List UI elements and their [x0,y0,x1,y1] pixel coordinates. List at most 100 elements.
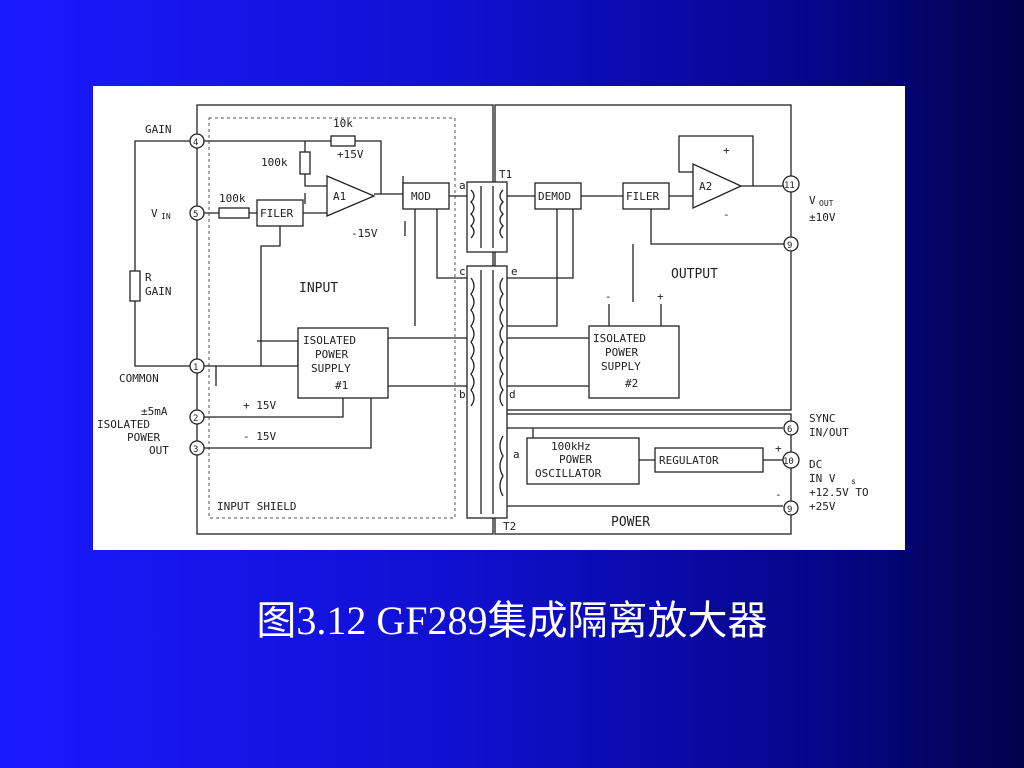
pin-9-power-number: 9 [787,505,792,515]
power-minus: - [775,488,782,501]
supply-2-minus: - [605,290,612,303]
amplifier-a1-label: A1 [333,190,346,203]
pin-1-number: 1 [193,363,198,373]
label-vin-sub: IN [161,212,171,221]
supply-1-line-3: SUPPLY [311,362,351,375]
oscillator-line-3: OSCILLATOR [535,467,602,480]
oscillator-line-1: 100kHz [551,440,591,453]
transformer-t2-label: T2 [503,520,516,533]
coil-c: c [459,265,466,278]
output-section-border [494,104,792,411]
amplifier-a2-feedback [678,135,783,187]
isolated-power-supply-2 [588,325,680,399]
minus-15v-label: -15V [351,227,378,240]
regulator-block [654,447,764,473]
r-gain-resistor [129,270,141,302]
coil-a: a [459,179,466,192]
sync-line-2: IN/OUT [809,426,849,439]
label-gain: GAIN [145,123,172,136]
input-shield-label: INPUT SHIELD [217,500,296,513]
input-shield-boundary [208,117,456,519]
output-wiring [507,195,791,387]
power-section-label: POWER [611,515,650,530]
supply-1-line-1: ISOLATED [303,334,356,347]
resistor-10k-label: 10k [333,117,353,130]
supply-1-line-2: POWER [315,348,348,361]
pin-5-number: 5 [193,210,198,220]
amplifier-a2 [692,162,743,210]
label-vin-v: V [151,207,158,220]
label-iso-2: ISOLATED [97,418,150,431]
pin-10-number: 10 [783,457,794,467]
label-iso-1: ±5mA [141,405,168,418]
supply-1-line-4: #1 [335,379,348,392]
dc-line-2-sub: s [851,477,856,486]
pin-11-number: 11 [784,181,795,191]
resistor-100k-input-label: 100k [219,192,246,205]
pin-6 [783,420,799,436]
power-oscillator-block [526,437,640,485]
label-common: COMMON [119,372,159,385]
label-r-gain-2: GAIN [145,285,172,298]
output-section-label: OUTPUT [671,267,718,282]
supply-2-rails [608,304,662,326]
vout-sub: OUT [819,199,834,208]
coil-e: e [511,265,518,278]
dc-line-1: DC [809,458,822,471]
supply-out-plus-label: + 15V [243,399,276,412]
transformer-coils [470,189,504,497]
label-r-gain-1: R [145,271,152,284]
supply-2-line-3: SUPPLY [601,360,641,373]
mod-label: MOD [411,190,431,203]
coil-d: d [509,388,516,401]
slide-caption: 图3.12 GF289集成隔离放大器 [256,598,768,643]
sync-line-1: SYNC [809,412,836,425]
label-iso-4: OUT [149,444,169,457]
pin-2-number: 2 [193,414,198,424]
plus-15v-label: +15V [337,148,364,161]
isolated-power-supply-1 [297,327,389,399]
input-filter-block [256,199,304,227]
oscillator-line-2: POWER [559,453,592,466]
resistor-100k-vertical-label: 100k [261,156,288,169]
gf289-block-diagram: 4 5 1 2 3 GAIN V IN R GAIN COMMON ±5mA I… [97,104,869,535]
amplifier-a2-label: A2 [699,180,712,193]
transformer-t1-label: T1 [499,168,512,181]
supply-out-minus-label: - 15V [243,430,276,443]
r-gain-loop [134,140,190,367]
supply-2-line-1: ISOLATED [593,332,646,345]
vout-range: ±10V [809,211,836,224]
input-filter-label: FILER [260,207,293,220]
input-section-border [196,104,494,535]
resistor-100k-vertical [299,151,311,175]
supply-1-wiring [204,337,467,449]
output-filter-label: FILER [626,190,659,203]
mod-wiring [414,195,467,326]
pin-3-number: 3 [193,445,198,455]
power-wiring [507,427,783,507]
resistor-10k [330,135,356,147]
input-section-label: INPUT [299,281,338,296]
label-iso-3: POWER [127,431,160,444]
amplifier-a2-plus: + [723,144,730,157]
amplifier-a2-minus: - [723,208,730,221]
dc-line-4: +25V [809,500,836,513]
block-diagram-panel: 4 5 1 2 3 GAIN V IN R GAIN COMMON ±5mA I… [93,86,905,550]
supply-2-plus: + [657,290,664,303]
vout-v: V [809,194,816,207]
regulator-label: REGULATOR [659,454,719,467]
pin-9-power [783,500,799,516]
dc-line-3: +12.5V TO [809,486,869,499]
resistor-100k-input [218,207,250,219]
coil-a2: a [513,448,520,461]
transformer-t2 [466,265,508,519]
supply-2-line-4: #2 [625,377,638,390]
coil-b: b [459,388,466,401]
supply-2-line-2: POWER [605,346,638,359]
pin-9-output-number: 9 [787,241,792,251]
demod-block [534,182,582,210]
transformer-core-lines [480,186,494,514]
pin-9-output [783,236,799,252]
dc-line-2: IN V [809,472,836,485]
power-plus: + [775,442,782,455]
